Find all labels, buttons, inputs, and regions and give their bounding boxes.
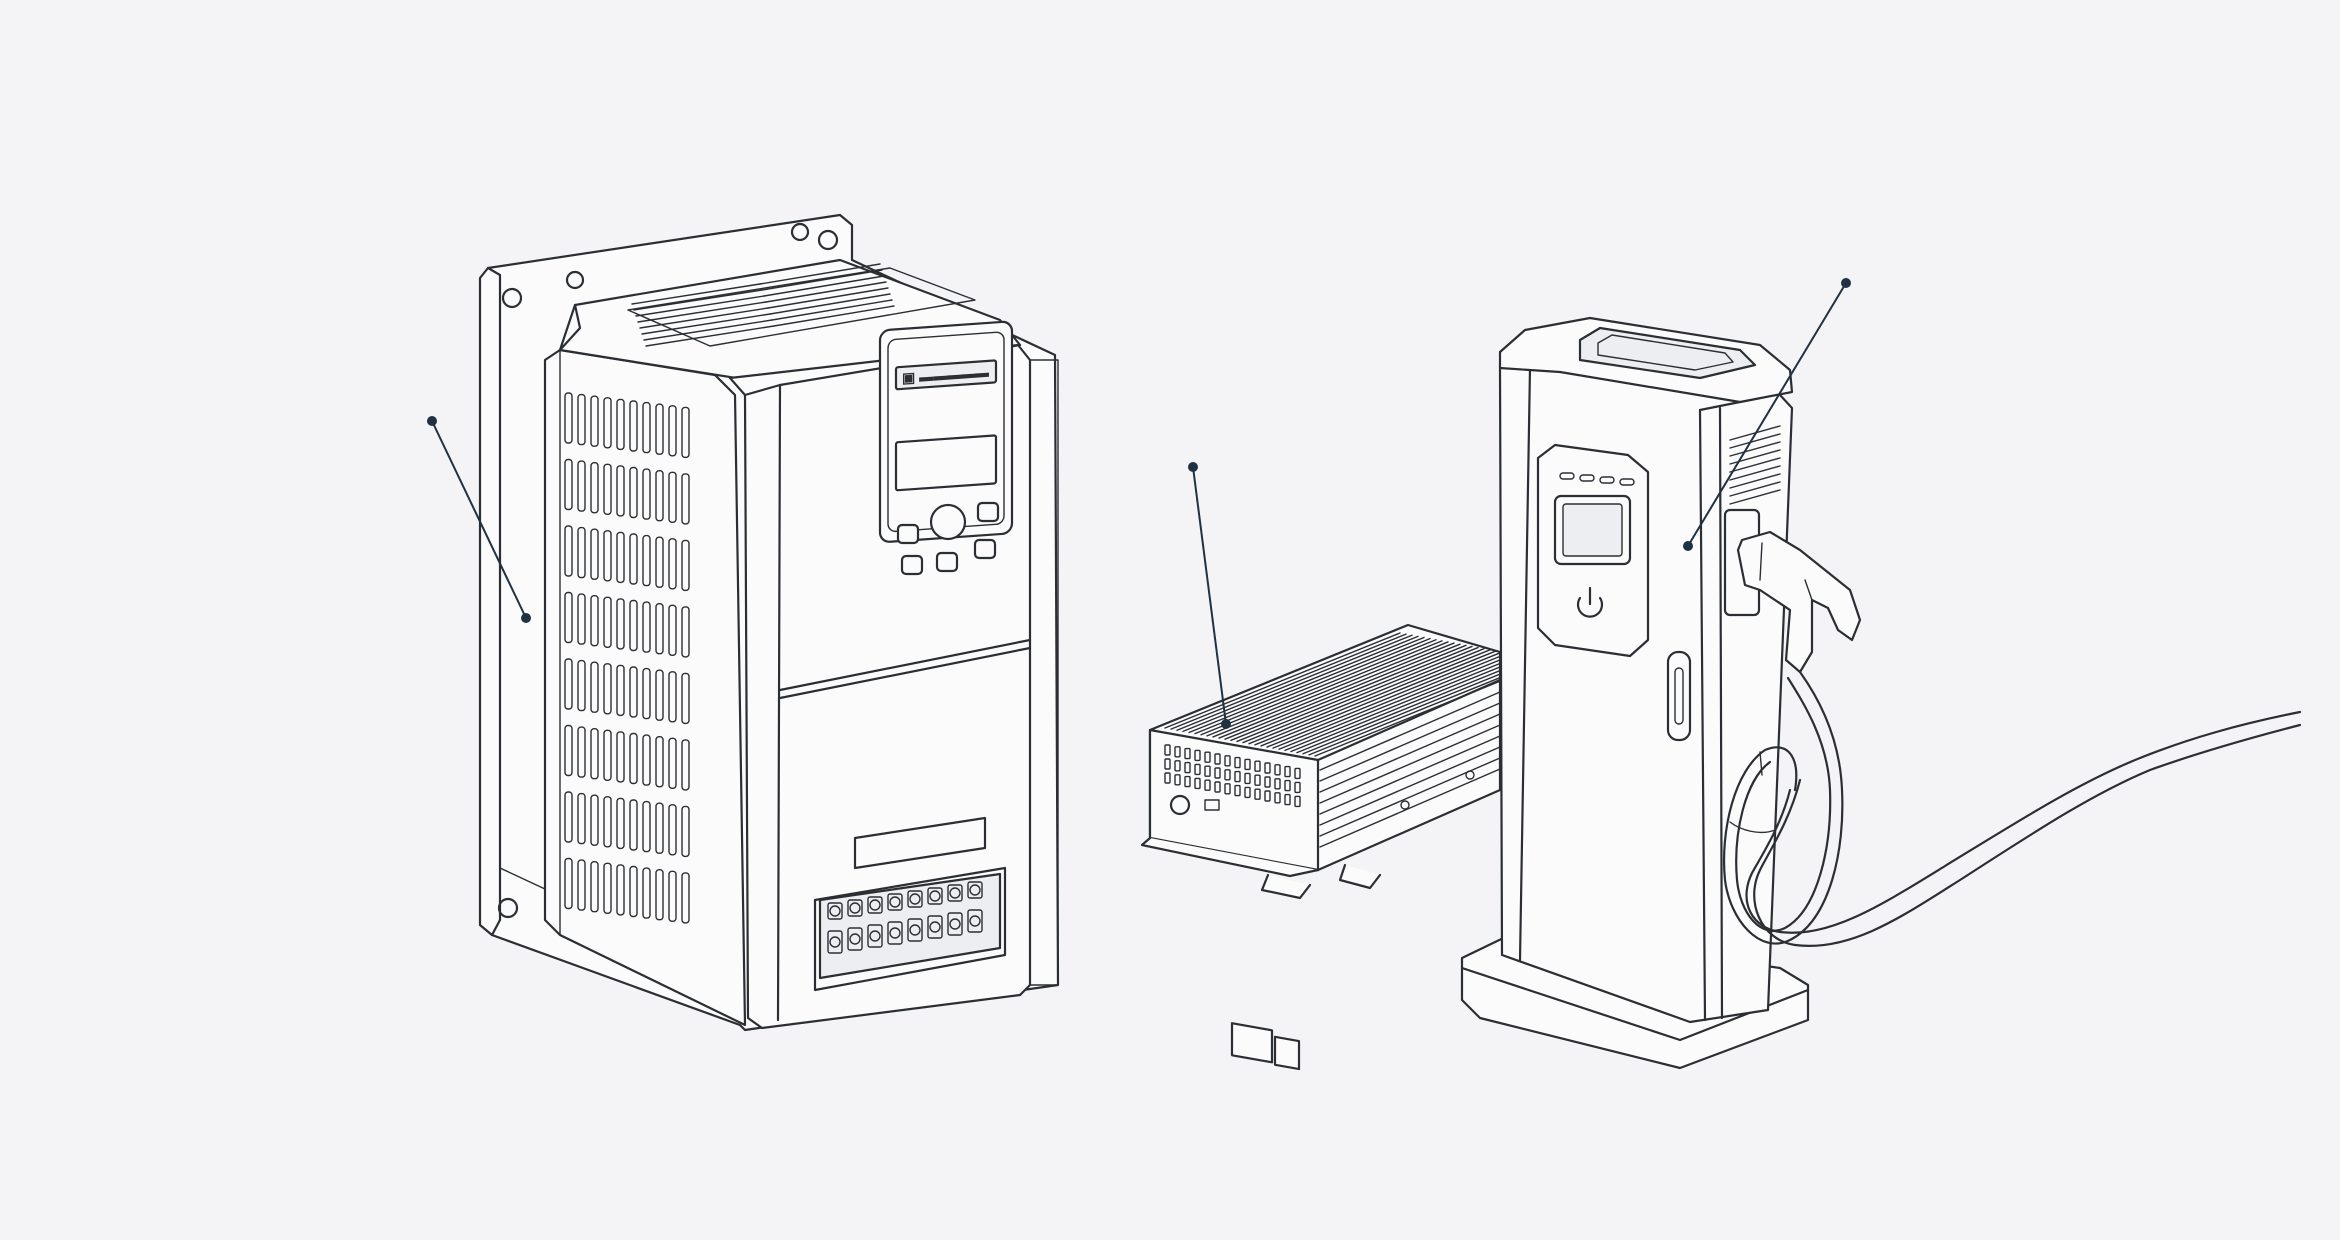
charger-handle xyxy=(1666,650,1692,742)
front-vent-slots xyxy=(1164,744,1301,808)
keypad-brand-logo: ▣ ▬▬▬▬▬ xyxy=(902,364,989,386)
charger-front-panel xyxy=(1536,443,1692,742)
power-switch xyxy=(1169,794,1191,816)
ev-charging-station xyxy=(1460,316,2302,1070)
side-vent-grille xyxy=(564,392,690,924)
callout-ev-charger xyxy=(1683,278,1851,551)
control-keypad: ▣ ▬▬▬▬▬ xyxy=(878,320,1014,576)
power-inverter xyxy=(1140,623,1551,1071)
terminal-block xyxy=(813,816,1007,992)
charging-cable xyxy=(1722,670,2302,947)
top-display-window xyxy=(1578,326,1757,380)
charger-top-cap xyxy=(1498,316,1794,404)
top-vent-grille xyxy=(627,263,976,347)
callout-marker xyxy=(427,416,437,426)
callout-marker xyxy=(1188,462,1198,472)
callout-marker xyxy=(1221,719,1231,729)
callout-marker xyxy=(521,613,531,623)
keypad-dial xyxy=(929,503,967,541)
keypad-display xyxy=(894,434,998,492)
callout-inverter xyxy=(1188,462,1231,729)
power-button-icon xyxy=(1576,586,1604,618)
callout-marker xyxy=(1841,278,1851,288)
label-plate xyxy=(853,816,987,870)
side-panel xyxy=(543,348,747,1027)
variable-frequency-drive: ▣ ▬▬▬▬▬ xyxy=(478,213,1060,1032)
ac-outlet xyxy=(1230,1022,1274,1064)
charging-connector xyxy=(1723,508,1862,674)
side-vent-grille xyxy=(1729,425,1781,505)
callout-vfd xyxy=(427,416,531,623)
callout-marker xyxy=(1683,541,1693,551)
heatsink-fins xyxy=(1164,632,1551,848)
